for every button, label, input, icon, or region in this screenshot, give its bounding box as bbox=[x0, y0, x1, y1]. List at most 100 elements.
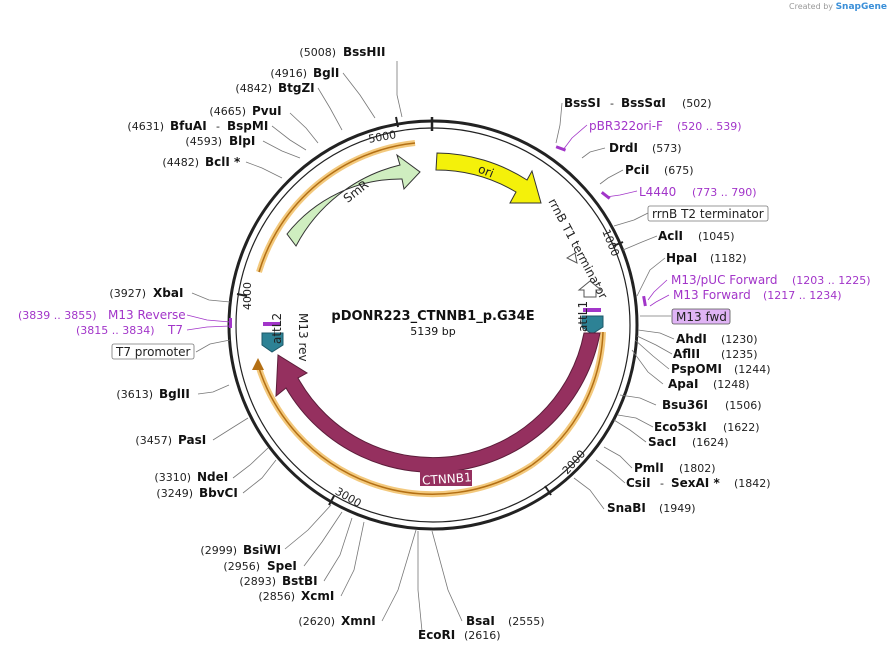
site-snabi[interactable]: SnaBI bbox=[607, 501, 646, 515]
site-xcmi[interactable]: XcmI bbox=[301, 589, 334, 603]
site-pos-ahdi: (1230) bbox=[721, 333, 758, 346]
site-bstbi[interactable]: BstBI bbox=[282, 574, 318, 588]
site-eco53ki[interactable]: Eco53kI bbox=[654, 420, 707, 434]
site-bglii[interactable]: BglII bbox=[159, 387, 190, 401]
site-acli[interactable]: AclI bbox=[658, 229, 683, 243]
credit-prefix: Created by bbox=[789, 2, 834, 11]
site-bsu36i[interactable]: Bsu36I bbox=[662, 398, 708, 412]
snapgene-credit: Created by SnapGene bbox=[789, 2, 887, 12]
site-pos-hpai: (1182) bbox=[710, 252, 747, 265]
site-bgli[interactable]: BglI bbox=[313, 66, 339, 80]
site-aflii[interactable]: AflII bbox=[673, 347, 700, 361]
primer-pbr322ori-f[interactable]: pBR322ori-F bbox=[589, 119, 663, 133]
site-blpi[interactable]: BlpI bbox=[229, 134, 255, 148]
primer-m13-forward-range: (1217 .. 1234) bbox=[763, 289, 842, 302]
site-pos-pmli: (1802) bbox=[679, 462, 716, 475]
site-pos-eco53ki: (1622) bbox=[723, 421, 760, 434]
site-pos-apai: (1248) bbox=[713, 378, 750, 391]
snapgene-logo: SnapGene bbox=[835, 2, 887, 12]
site-pos-acli: (1045) bbox=[698, 230, 735, 243]
site-pos-snabi: (1949) bbox=[659, 502, 696, 515]
site-drdi[interactable]: DrdI bbox=[609, 141, 638, 155]
m13-rev-label: M13 rev bbox=[296, 313, 310, 362]
m13-fwd-site bbox=[583, 308, 601, 312]
site-bspmi[interactable]: BspMI bbox=[227, 119, 268, 133]
site-ecori[interactable]: EcoRI bbox=[418, 628, 455, 642]
site-pos-bsai: (2555) bbox=[508, 615, 545, 628]
site-pvui[interactable]: PvuI bbox=[252, 104, 282, 118]
primer-m13-reverse[interactable]: M13 Reverse bbox=[108, 308, 186, 322]
site-pos-aflii: (1235) bbox=[721, 348, 758, 361]
site-hpai[interactable]: HpaI bbox=[666, 251, 697, 265]
rrnb-t1-terminator-label: rrnB T1 terminator bbox=[545, 196, 610, 301]
smr-feature-arrow[interactable] bbox=[286, 153, 421, 247]
svg-text:-: - bbox=[610, 97, 614, 110]
site-pos-pspomi: (1244) bbox=[734, 363, 771, 376]
site-pos-csii: (1842) bbox=[734, 477, 771, 490]
m13-rev-site bbox=[263, 322, 281, 326]
rrnb-t1-terminator-icon bbox=[565, 252, 578, 264]
site-pos-pvui: (4665) bbox=[209, 105, 246, 118]
site-pos-bfuai: (4631) bbox=[127, 120, 164, 133]
primer-l4440[interactable]: L4440 bbox=[639, 185, 676, 199]
site-bcli[interactable]: BclI * bbox=[205, 155, 241, 169]
site-pos-btgzi: (4842) bbox=[235, 82, 272, 95]
site-pasi[interactable]: PasI bbox=[178, 433, 206, 447]
site-xmni[interactable]: XmnI bbox=[341, 614, 376, 628]
attl1-feature-arrow[interactable] bbox=[581, 315, 604, 335]
site-pos-spei: (2956) bbox=[223, 560, 260, 573]
tick-5000: 5000 bbox=[367, 128, 397, 146]
site-ndei[interactable]: NdeI bbox=[197, 470, 228, 484]
site-csii[interactable]: CsiI bbox=[626, 476, 651, 490]
site-pos-xcmi: (2856) bbox=[258, 590, 295, 603]
site-bsssi[interactable]: BssSI bbox=[564, 96, 601, 110]
site-pos-ndei: (3310) bbox=[154, 471, 191, 484]
primer-t7[interactable]: T7 bbox=[167, 323, 183, 337]
site-pos-bglii: (3613) bbox=[116, 388, 153, 401]
site-sexai[interactable]: SexAI * bbox=[671, 476, 720, 490]
plasmid-name: pDONR223_CTNNB1_p.G34E bbox=[331, 309, 534, 324]
primer-t7-range: (3815 .. 3834) bbox=[76, 324, 155, 337]
primer-m13-forward[interactable]: M13 Forward bbox=[673, 288, 751, 302]
site-xbai[interactable]: XbaI bbox=[153, 286, 183, 300]
site-pos-bsshii: (5008) bbox=[299, 46, 336, 59]
site-spei[interactable]: SpeI bbox=[267, 559, 297, 573]
site-bbvci[interactable]: BbvCI bbox=[199, 486, 238, 500]
tick-4000: 4000 bbox=[241, 282, 254, 310]
tick-1000: 1000 bbox=[599, 228, 622, 259]
site-pos-bcli: (4482) bbox=[162, 156, 199, 169]
ori-label: ori bbox=[476, 162, 496, 181]
attl2-feature-arrow[interactable] bbox=[261, 332, 284, 353]
attl2-label: attL2 bbox=[270, 313, 284, 344]
site-btgzi[interactable]: BtgZI bbox=[278, 81, 315, 95]
site-bsai[interactable]: BsaI bbox=[466, 614, 495, 628]
site-pos-xbai: (3927) bbox=[109, 287, 146, 300]
site-pos-bgli: (4916) bbox=[270, 67, 307, 80]
site-saci[interactable]: SacI bbox=[648, 435, 676, 449]
ori-feature-arrow[interactable] bbox=[435, 152, 542, 204]
site-pos-ecori: (2616) bbox=[464, 629, 501, 642]
primer-m13-puc-forward-range: (1203 .. 1225) bbox=[792, 274, 871, 287]
site-pspomi[interactable]: PspOMI bbox=[671, 362, 722, 376]
rrnb-t2-terminator-box[interactable] bbox=[647, 205, 769, 222]
ctnnb1-feature-arrow[interactable] bbox=[275, 332, 601, 473]
primer-m13-puc-forward[interactable]: M13/pUC Forward bbox=[671, 273, 778, 287]
primer-m13-reverse-range: (3839 .. 3855) bbox=[18, 309, 97, 322]
site-ahdi[interactable]: AhdI bbox=[676, 332, 707, 346]
m13-fwd-label: M13 fwd bbox=[676, 310, 727, 324]
t7-promoter-box[interactable] bbox=[111, 343, 195, 360]
site-pos-pasi: (3457) bbox=[135, 434, 172, 447]
site-pos-saci: (1624) bbox=[692, 436, 729, 449]
site-bsiwi[interactable]: BsiWI bbox=[243, 543, 281, 557]
site-bfuai[interactable]: BfuAI bbox=[170, 119, 207, 133]
site-pmli[interactable]: PmlI bbox=[634, 461, 664, 475]
m13-fwd-box[interactable] bbox=[671, 308, 731, 325]
ctnnb1-label-bg bbox=[420, 470, 472, 486]
site-apai[interactable]: ApaI bbox=[668, 377, 698, 391]
primer-pbr322ori-f-range: (520 .. 539) bbox=[677, 120, 742, 133]
site-pos-bbvci: (3249) bbox=[156, 487, 193, 500]
site-bsssai[interactable]: BssSαI bbox=[621, 96, 666, 110]
site-pcii[interactable]: PciI bbox=[625, 163, 650, 177]
site-bsshii[interactable]: BssHII bbox=[343, 45, 385, 59]
